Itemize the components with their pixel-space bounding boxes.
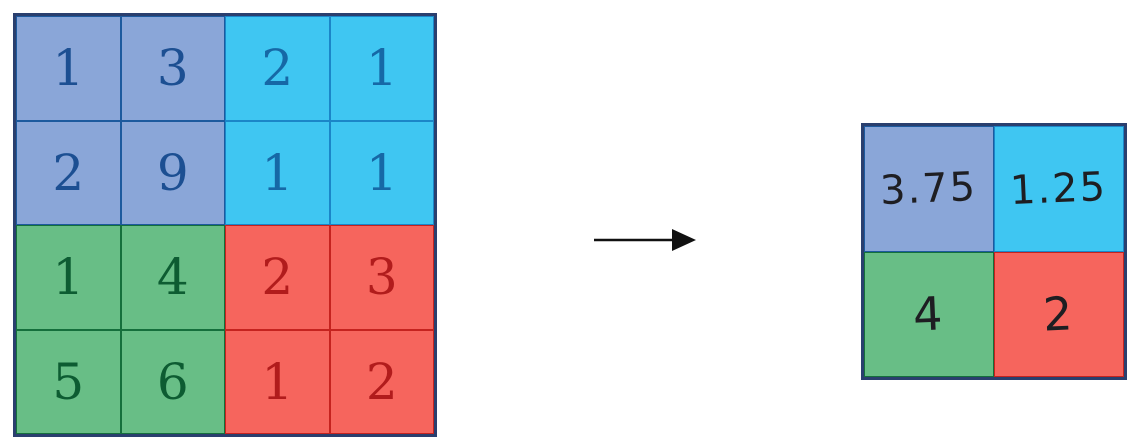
input-grid: 1 3 2 1 2 9 1 1 1 4 2 3 5 6 1 2 — [13, 13, 437, 437]
input-cell: 2 — [225, 225, 330, 330]
input-cell: 1 — [225, 120, 330, 225]
input-cell: 3 — [329, 225, 434, 330]
pooled-value: 4 — [912, 286, 946, 342]
input-cell: 1 — [329, 120, 434, 225]
input-cell: 2 — [225, 16, 330, 121]
output-grid: 3.75 1.25 4 2 — [861, 123, 1127, 380]
output-cell: 3.75 — [864, 126, 994, 252]
input-cell: 2 — [16, 120, 121, 225]
output-cell: 4 — [864, 251, 994, 377]
input-cell: 9 — [120, 120, 225, 225]
input-cell: 2 — [329, 329, 434, 434]
input-cell: 1 — [16, 16, 121, 121]
pooled-value: 2 — [1042, 286, 1076, 342]
pooled-value: 3.75 — [879, 163, 979, 214]
pooled-value: 1.25 — [1009, 163, 1109, 214]
input-cell: 5 — [16, 329, 121, 434]
right-arrow-icon — [590, 224, 702, 256]
input-cell: 1 — [225, 329, 330, 434]
output-cell: 2 — [994, 251, 1124, 377]
input-cell: 6 — [120, 329, 225, 434]
output-cell: 1.25 — [994, 126, 1124, 252]
input-cell: 3 — [120, 16, 225, 121]
input-cell: 4 — [120, 225, 225, 330]
input-cell: 1 — [329, 16, 434, 121]
input-cell: 1 — [16, 225, 121, 330]
